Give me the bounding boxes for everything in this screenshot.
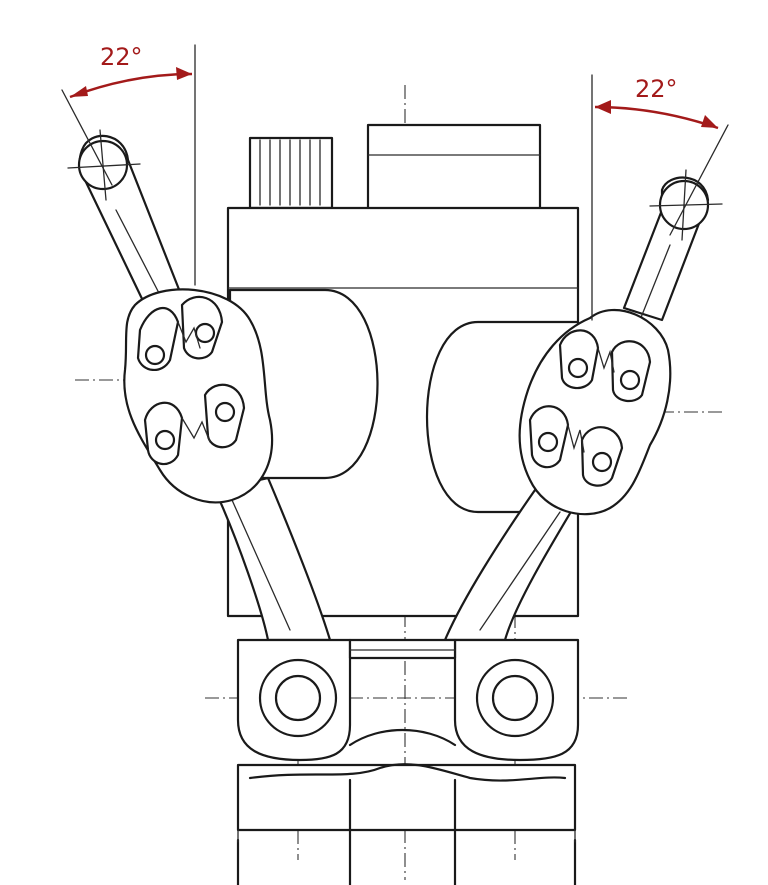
top-knurled-knob — [248, 136, 334, 210]
left-upper-lever — [67, 129, 182, 307]
right-hinge-block — [453, 638, 580, 762]
left-angle-label: 22° — [100, 43, 143, 71]
hinge-bridge — [348, 638, 457, 747]
right-angle-label: 22° — [635, 75, 678, 103]
base-housing — [236, 763, 577, 885]
left-cam-plate — [123, 288, 274, 504]
top-housing-block — [366, 123, 542, 212]
right-cam-plate — [518, 308, 672, 516]
left-angle-dimension: 22° — [61, 43, 196, 286]
left-hinge-block — [236, 638, 352, 762]
right-upper-lever — [622, 169, 723, 322]
right-angle-dimension: 22° — [591, 74, 729, 321]
